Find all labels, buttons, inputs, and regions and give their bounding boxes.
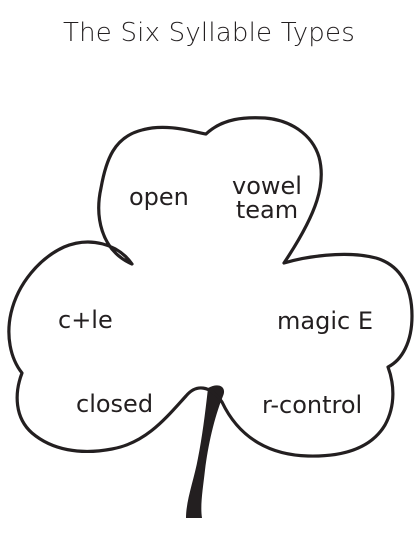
label-open: open bbox=[129, 183, 189, 211]
label-c-le: c+le bbox=[58, 306, 113, 334]
page-title: The Six Syllable Types bbox=[63, 18, 355, 48]
label-vowel-team-line1: vowel bbox=[232, 172, 302, 200]
shamrock-stem bbox=[186, 385, 225, 518]
label-vowel-team-line2: team bbox=[235, 196, 299, 224]
label-vowel-team: vowel team bbox=[226, 174, 308, 222]
label-r-control: r-control bbox=[262, 391, 363, 419]
label-magic-e: magic E bbox=[277, 307, 373, 335]
label-closed: closed bbox=[76, 390, 154, 418]
shamrock-leaves-outline bbox=[7, 116, 414, 458]
